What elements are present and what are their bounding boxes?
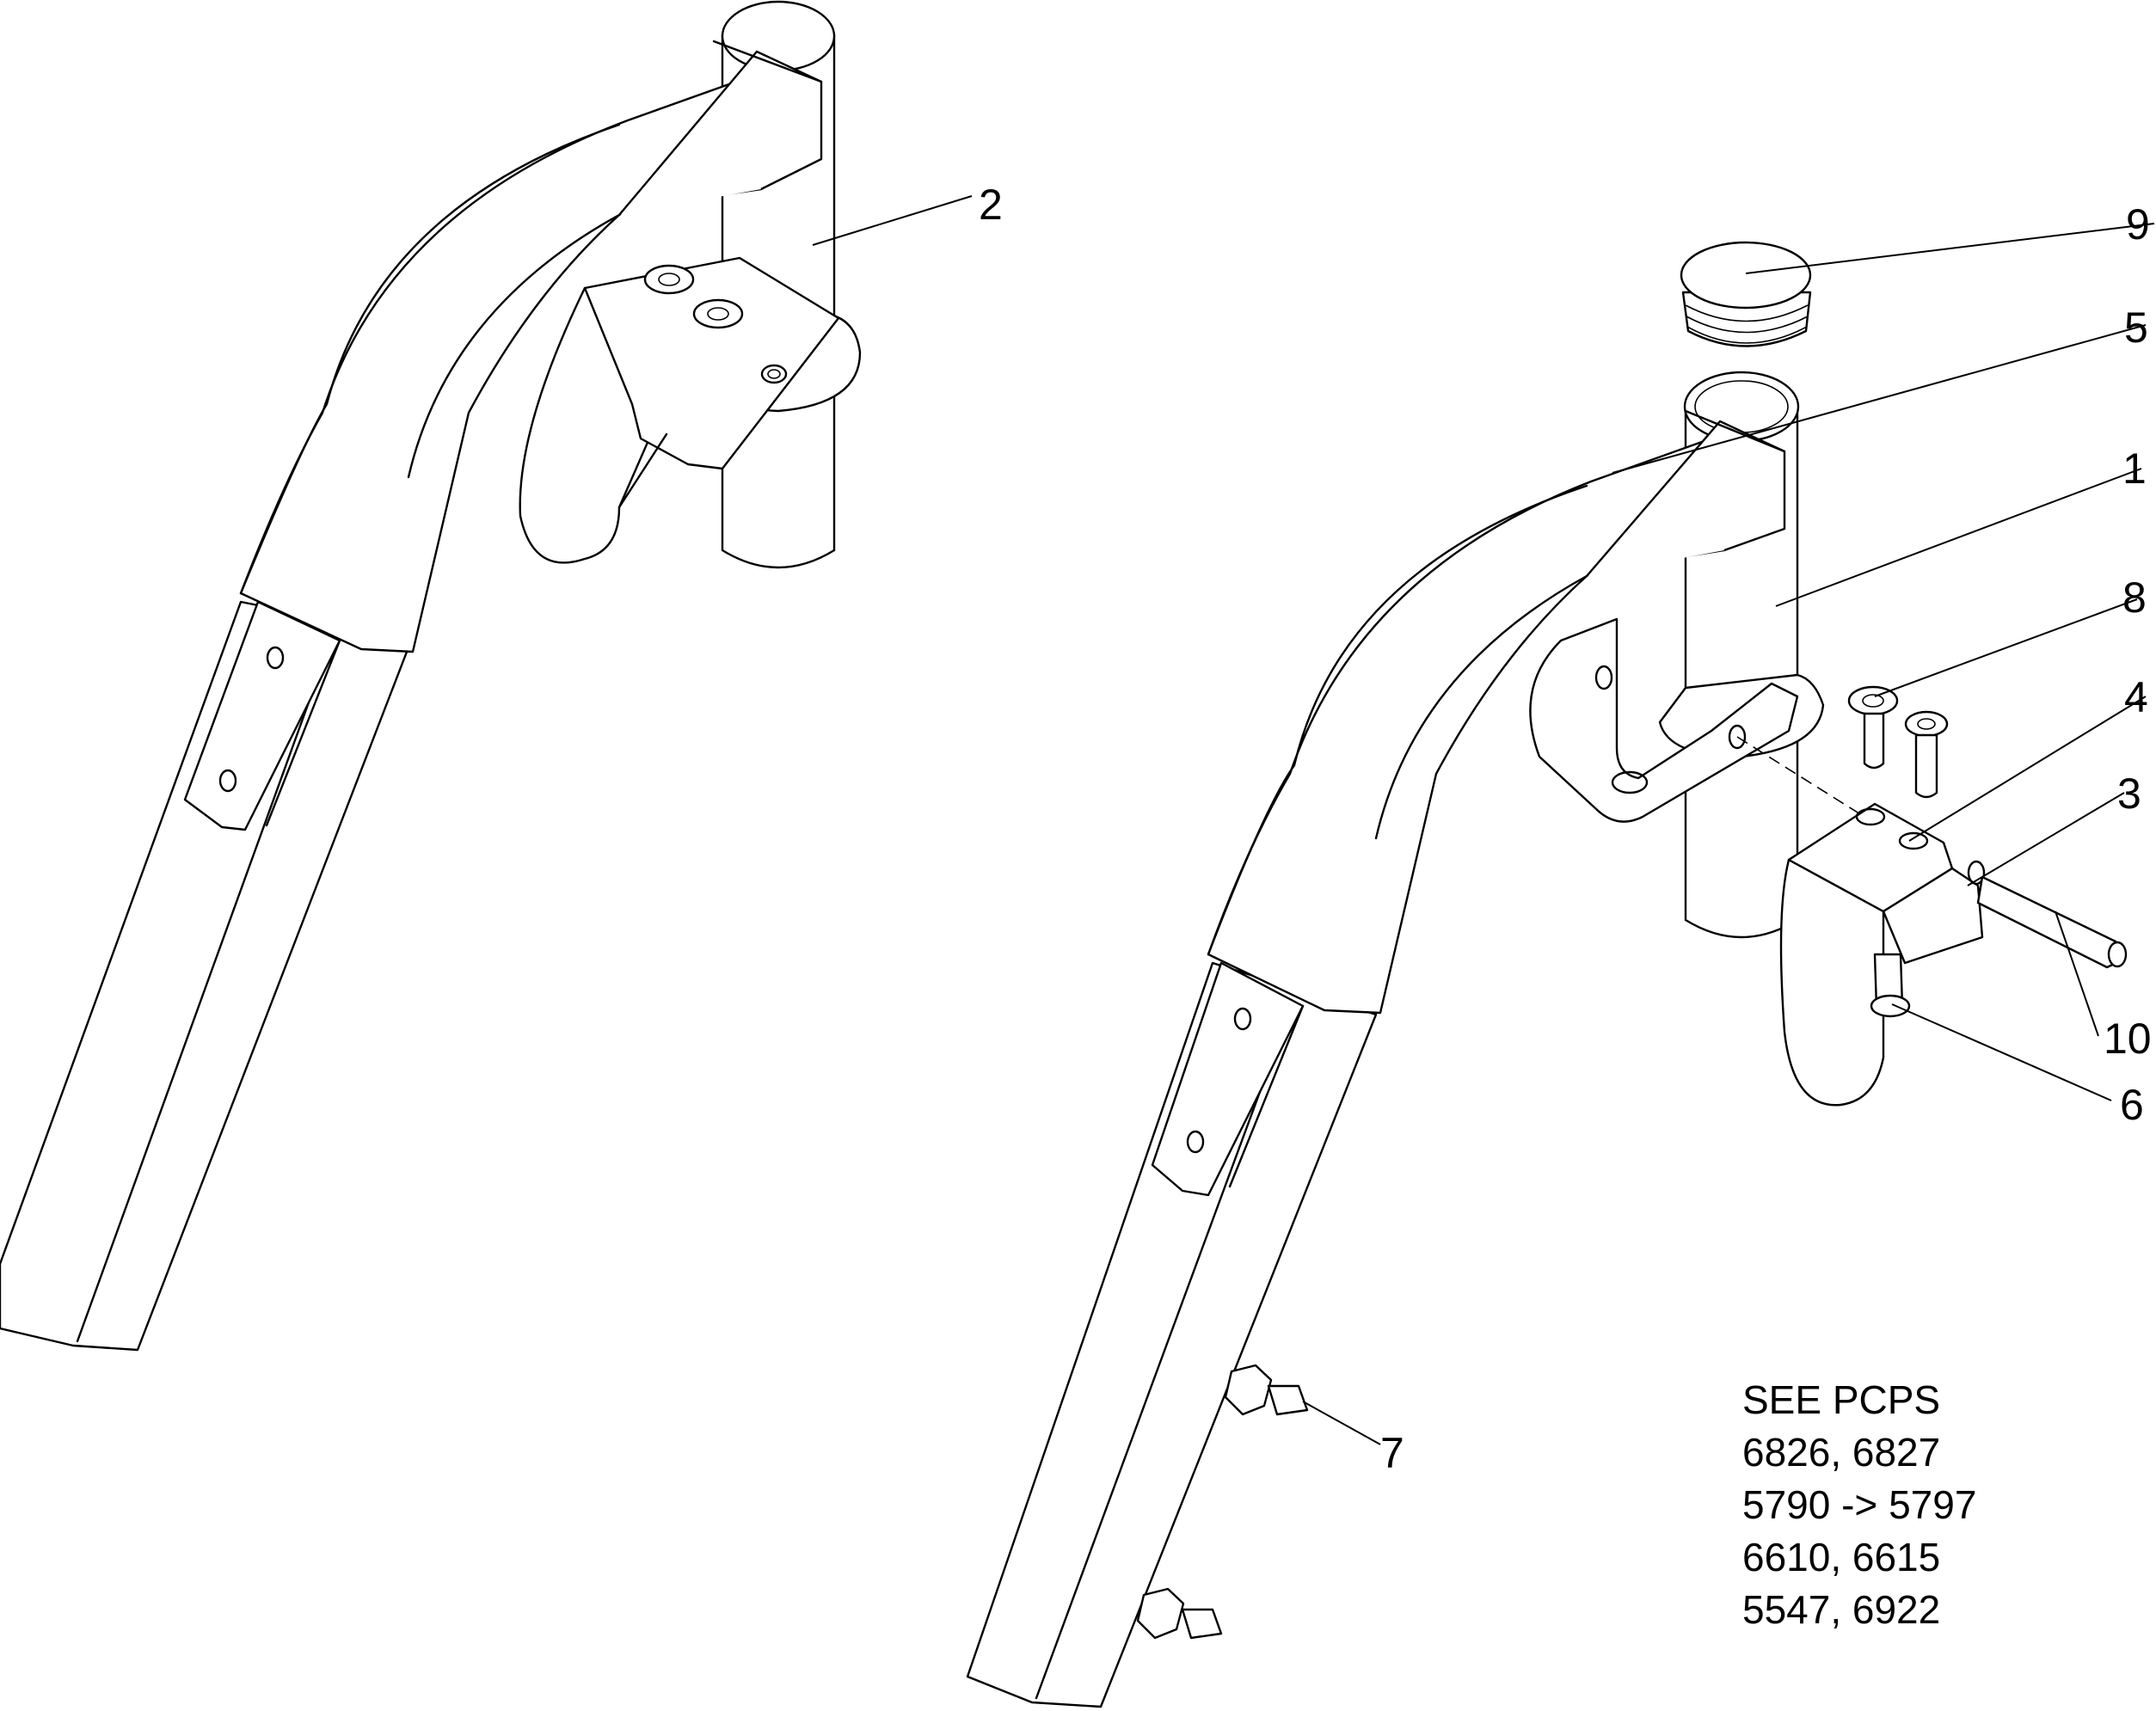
callout-7: 7 (1380, 1429, 1404, 1477)
callout-1: 1 (2122, 445, 2147, 493)
note-line: 6826, 6827 (1742, 1430, 1941, 1475)
note-line: 5790 -> 5797 (1742, 1482, 1977, 1527)
callout-6: 6 (2120, 1081, 2144, 1129)
callout-2: 2 (979, 181, 1003, 229)
leader-lines (812, 195, 2155, 1445)
right-assembly (966, 241, 2128, 1708)
note-line: SEE PCPS (1742, 1377, 1941, 1422)
callout-9: 9 (2126, 200, 2150, 248)
callout-3: 3 (2117, 770, 2141, 818)
callout-4: 4 (2124, 673, 2148, 721)
reference-note: SEE PCPS 6826, 6827 5790 -> 5797 6610, 6… (1742, 1374, 1976, 1636)
callout-5: 5 (2124, 304, 2148, 352)
note-line: 5547, 6922 (1742, 1587, 1941, 1632)
callout-10: 10 (2104, 1015, 2152, 1063)
callout-labels: 2 9 5 1 8 4 3 10 6 7 (979, 181, 2152, 1477)
left-assembly (0, 0, 862, 1352)
note-line: 6610, 6615 (1742, 1535, 1941, 1579)
callout-8: 8 (2122, 573, 2147, 622)
